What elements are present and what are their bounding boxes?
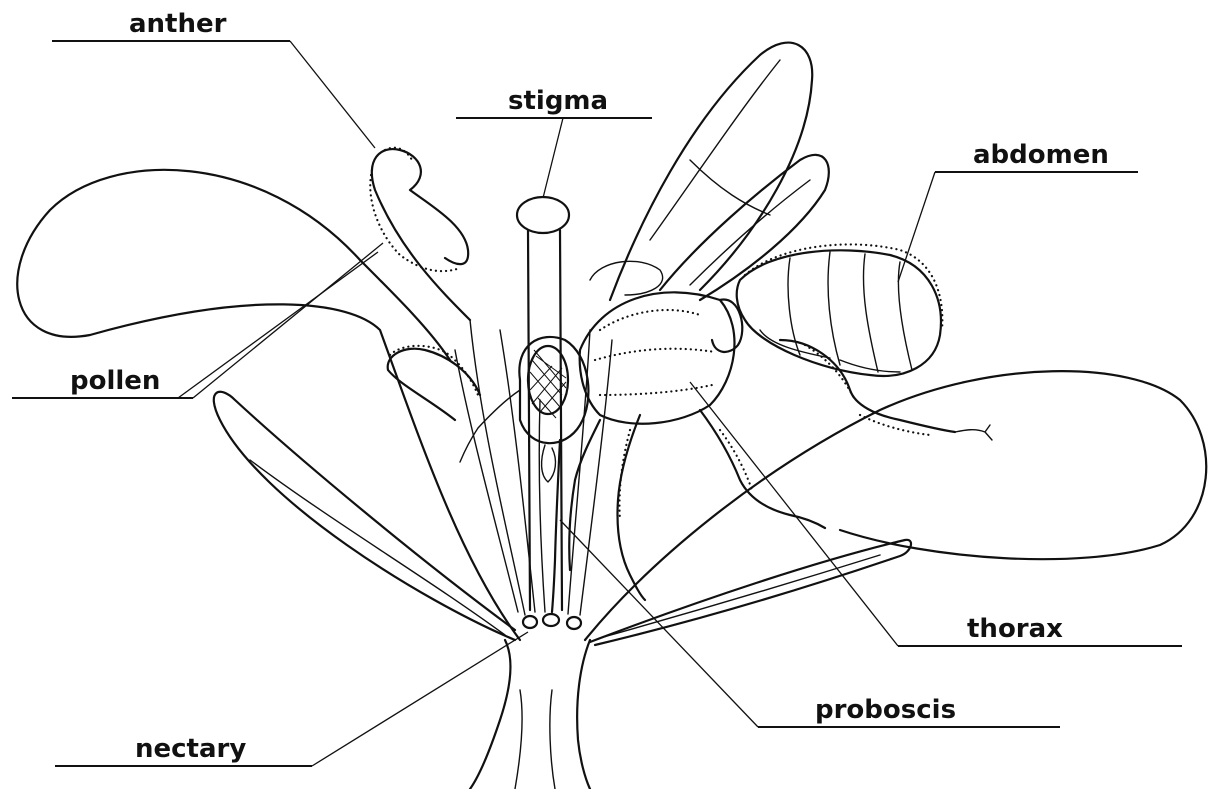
bee-forewing-veins	[650, 60, 780, 240]
flower-stem	[470, 640, 590, 789]
bee-wing-base	[590, 261, 663, 295]
label-abdomen: abdomen	[973, 140, 1109, 170]
pollen-leader-2	[178, 252, 378, 398]
bee-hind-leg	[780, 340, 955, 432]
bee-abdomen-plates	[760, 330, 900, 372]
labels: anther stigma abdomen pollen thorax prob…	[70, 9, 1109, 764]
nectary-center	[543, 614, 559, 626]
upper-anther	[372, 149, 470, 320]
label-nectary: nectary	[135, 734, 246, 764]
bee-abdomen-segments	[788, 252, 912, 372]
stem-base	[515, 690, 555, 789]
lower-left-petal	[214, 392, 515, 640]
nectary-left	[523, 616, 537, 628]
label-pollen: pollen	[70, 366, 160, 396]
label-thorax: thorax	[967, 614, 1063, 644]
bee-hind-tarsus	[955, 425, 992, 440]
bee-middle-leg-hair	[720, 430, 752, 490]
bee-thorax-hair	[595, 310, 715, 395]
nectary-right	[567, 617, 581, 629]
stigma-leader	[543, 118, 563, 198]
anther-leader	[290, 41, 375, 148]
bee-abdomen	[737, 250, 941, 376]
pistil-style	[528, 230, 562, 610]
left-petal	[17, 170, 520, 640]
stamen-filaments	[455, 320, 612, 615]
bee-front-leg-1	[618, 415, 646, 600]
proboscis-leader	[560, 520, 758, 727]
bee-abdomen-hair	[745, 244, 942, 330]
flower	[17, 148, 1206, 789]
lower-anther	[388, 349, 480, 420]
bee-thorax	[580, 292, 735, 423]
label-proboscis: proboscis	[815, 695, 956, 725]
bee-hindwing	[660, 155, 829, 300]
nectary-leader	[312, 632, 528, 766]
bee-mandible	[542, 445, 556, 482]
bee-middle-leg	[700, 410, 825, 528]
bee	[460, 43, 992, 612]
pollen-leader-1	[193, 243, 383, 398]
lower-right-petal	[590, 540, 911, 645]
thorax-leader	[690, 382, 898, 646]
bee-hind-leg-hair	[805, 345, 930, 435]
stigma-head	[517, 197, 569, 233]
bee-front-leg-hair	[619, 430, 630, 520]
bee-forewing	[610, 43, 812, 300]
bee-compound-eye	[528, 346, 568, 414]
abdomen-leader	[898, 172, 935, 282]
lower-left-petal-inner	[250, 460, 505, 635]
right-petal	[585, 371, 1206, 640]
label-stigma: stigma	[508, 86, 608, 116]
label-anther: anther	[129, 9, 227, 39]
